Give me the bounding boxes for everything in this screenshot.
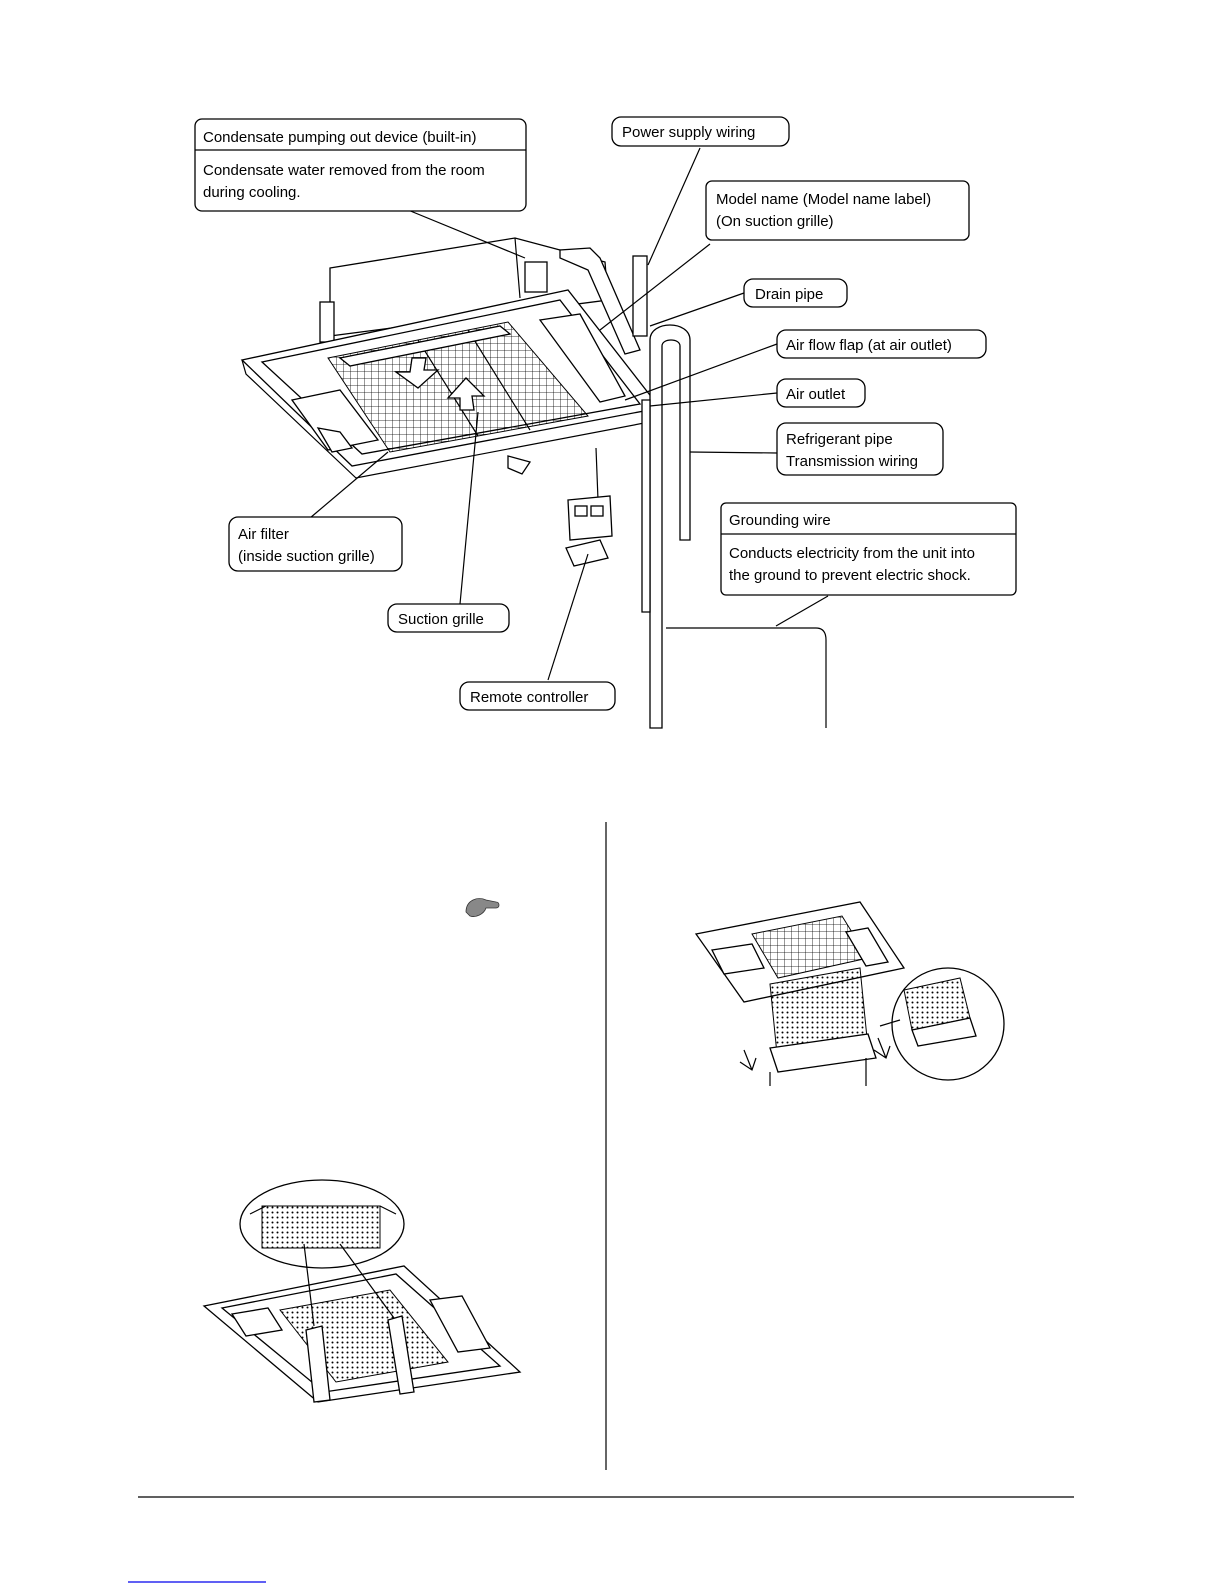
indoor-unit-illustration xyxy=(240,237,827,729)
leader-lines xyxy=(309,147,829,681)
label-refrigerant-2: Transmission wiring xyxy=(786,453,918,470)
label-suction-grille: Suction grille xyxy=(398,611,484,628)
label-power-supply: Power supply wiring xyxy=(622,124,755,141)
callout-air-filter: Air filter (inside suction grille) xyxy=(228,516,403,572)
filter-removal-illustration xyxy=(694,901,1005,1086)
label-air-flow-flap: Air flow flap (at air outlet) xyxy=(786,337,952,354)
callout-drain-pipe: Drain pipe xyxy=(743,278,848,308)
callout-power-supply: Power supply wiring xyxy=(611,116,790,147)
label-condensate-title: Condensate pumping out device (built-in) xyxy=(203,129,477,146)
label-model-name-1: Model name (Model name label) xyxy=(716,191,931,208)
label-air-filter-1: Air filter xyxy=(238,526,289,543)
label-air-outlet: Air outlet xyxy=(786,386,846,403)
callout-refrigerant: Refrigerant pipe Transmission wiring xyxy=(776,422,944,476)
label-grounding-desc-1: Conducts electricity from the unit into xyxy=(729,545,975,562)
label-condensate-desc-1: Condensate water removed from the room xyxy=(203,162,485,179)
callout-grounding-wire: Grounding wire Conducts electricity from… xyxy=(720,502,1017,596)
label-grounding-title: Grounding wire xyxy=(729,512,831,529)
grille-opening-illustration xyxy=(202,1179,522,1403)
callout-model-name: Model name (Model name label) (On suctio… xyxy=(705,180,970,241)
callout-air-outlet: Air outlet xyxy=(776,378,866,408)
callout-suction-grille: Suction grille xyxy=(387,603,510,633)
callout-remote-controller: Remote controller xyxy=(459,681,616,711)
label-grounding-desc-2: the ground to prevent electric shock. xyxy=(729,567,971,584)
callout-condensate: Condensate pumping out device (built-in)… xyxy=(194,118,527,212)
label-model-name-2: (On suction grille) xyxy=(716,213,834,230)
label-air-filter-2: (inside suction grille) xyxy=(238,548,375,565)
label-condensate-desc-2: during cooling. xyxy=(203,184,301,201)
callout-air-flow-flap: Air flow flap (at air outlet) xyxy=(776,329,987,359)
label-remote-controller: Remote controller xyxy=(470,689,588,706)
label-refrigerant-1: Refrigerant pipe xyxy=(786,431,893,448)
hand-icon xyxy=(465,898,500,917)
label-drain-pipe: Drain pipe xyxy=(755,286,823,303)
